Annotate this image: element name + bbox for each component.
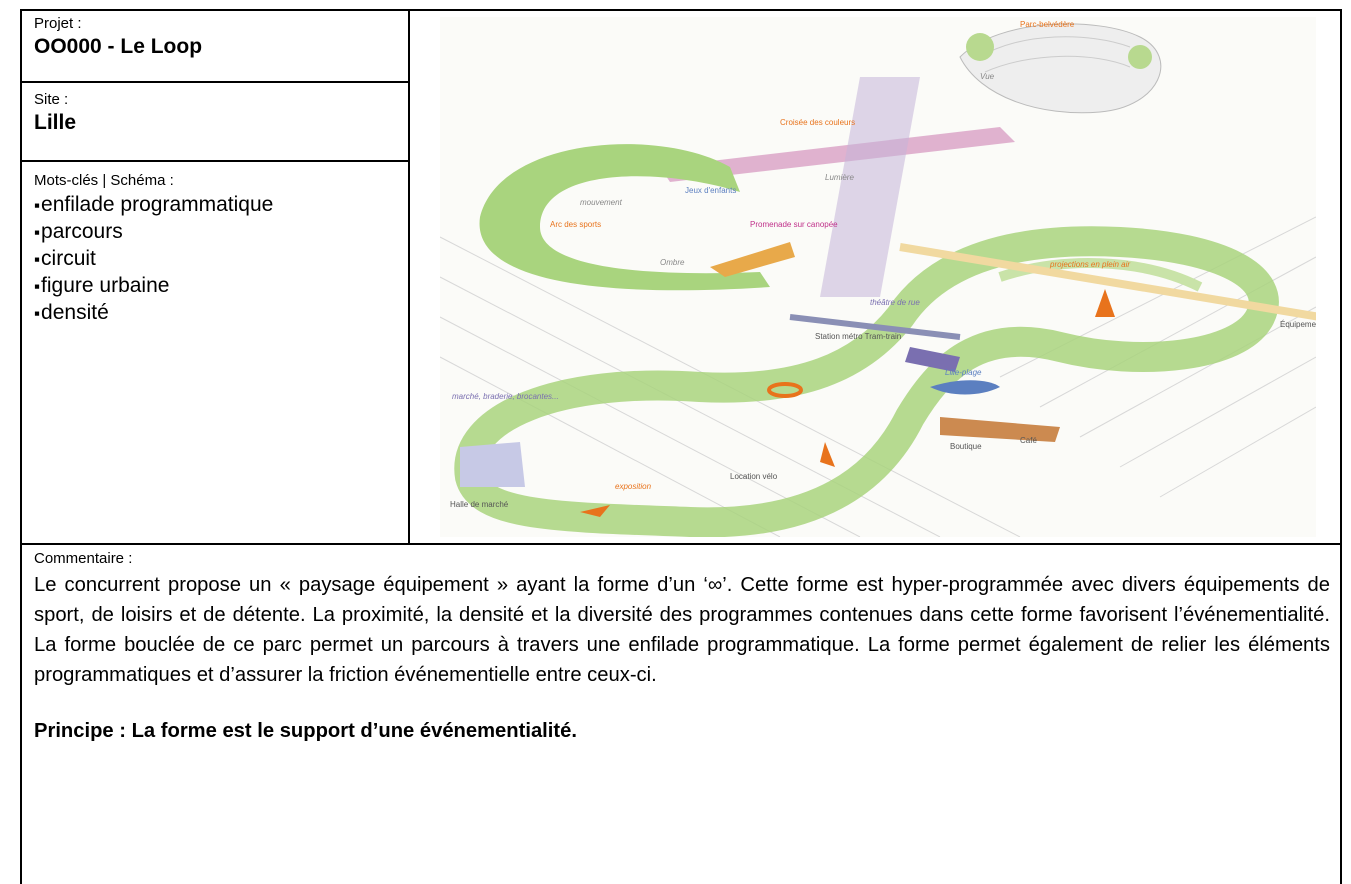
label-boutique: Boutique (950, 442, 982, 451)
label-mouvement: mouvement (580, 198, 623, 207)
principle-statement: Principe : La forme est le support d’une… (34, 720, 577, 742)
projet-value: OO000 - Le Loop (34, 35, 203, 58)
keyword-item: parcours (34, 219, 408, 246)
site-label: Site : (34, 91, 69, 108)
site-cell: Site : Lille (22, 83, 408, 162)
keyword-item: figure urbaine (34, 273, 408, 300)
site-value: Lille (34, 111, 77, 134)
label-croisee: Croisée des couleurs (780, 118, 855, 127)
keyword-item: circuit (34, 246, 408, 273)
label-cafe: Café (1020, 436, 1037, 445)
label-arc: Arc des sports (550, 220, 601, 229)
projet-cell: Projet : OO000 - Le Loop (22, 11, 408, 83)
label-marche: marché, braderie, brocantes... (452, 392, 559, 401)
loop-illustration: Parc-belvédère Vue Croisée des couleurs … (410, 11, 1340, 543)
label-theatre: théâtre de rue (870, 298, 920, 307)
comment-label: Commentaire : (34, 550, 133, 567)
label-halle: Halle de marché (450, 500, 509, 509)
keywords-list: enfilade programmatique parcours circuit… (34, 192, 408, 327)
keywords-label: Mots-clés | Schéma : (34, 172, 174, 189)
keyword-item: enfilade programmatique (34, 192, 408, 219)
label-promenade: Promenade sur canopée (750, 220, 838, 229)
label-equipement: Équipement (1280, 320, 1316, 329)
label-jeux: Jeux d'enfants (685, 186, 736, 195)
info-column: Projet : OO000 - Le Loop Site : Lille Mo… (22, 11, 410, 543)
label-exposition: exposition (615, 482, 652, 491)
label-projections: projections en plein air (1049, 260, 1130, 269)
comment-body: Le concurrent propose un « paysage équip… (34, 574, 1330, 686)
label-station: Station métro Tram-train (815, 332, 901, 341)
keyword-item: densité (34, 300, 408, 327)
loop-drawing: Parc-belvédère Vue Croisée des couleurs … (440, 17, 1316, 537)
label-lille-plage: Lille-plage (945, 368, 982, 377)
projet-label: Projet : (34, 15, 82, 32)
label-vue: Vue (980, 72, 995, 81)
keywords-cell: Mots-clés | Schéma : enfilade programmat… (22, 162, 408, 543)
label-lumiere: Lumière (825, 173, 854, 182)
label-ombre: Ombre (660, 258, 685, 267)
fiche-sheet: Projet : OO000 - Le Loop Site : Lille Mo… (20, 9, 1342, 884)
label-location: Location vélo (730, 472, 778, 481)
label-parc-belvedere: Parc-belvédère (1020, 20, 1075, 29)
comment-section: Commentaire : Le concurrent propose un «… (22, 543, 1340, 743)
